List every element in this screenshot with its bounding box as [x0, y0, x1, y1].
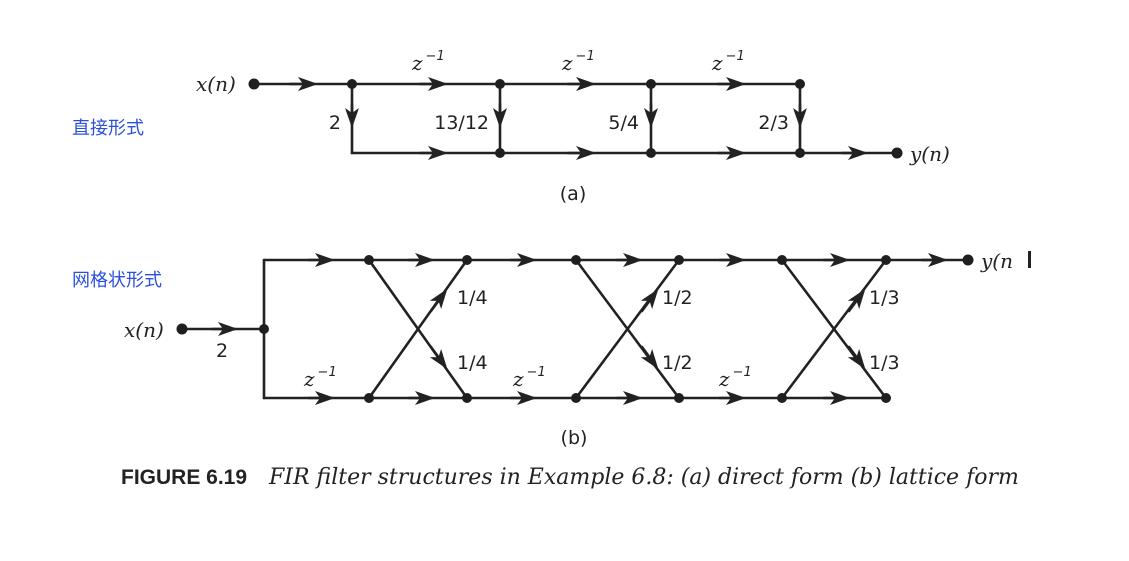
- lattice-cross: [574, 258, 681, 400]
- coefficient-label: 13/12: [434, 112, 489, 134]
- arrow: [640, 288, 659, 313]
- input-gain-label: 2: [216, 340, 228, 362]
- sublabel-b: (b): [561, 427, 588, 449]
- direct-form-diagram: x(n) y(n) z−1 z−1 z−1 2 13/12 5/4 2/3 (a…: [196, 49, 950, 205]
- node: [364, 393, 374, 403]
- reflection-label: 1/3: [869, 287, 900, 309]
- input-label-b: x(n): [124, 318, 164, 342]
- caption-text: FIR filter structures in Example 6.8: (a…: [269, 465, 1019, 490]
- lattice-form-label: 网格状形式: [72, 270, 162, 291]
- coefficient-label: 5/4: [608, 112, 639, 134]
- figure-caption: FIGURE 6.19 FIR filter structures in Exam…: [121, 462, 1031, 494]
- node: [259, 324, 269, 334]
- arrow: [640, 345, 659, 370]
- output-node: [891, 147, 903, 159]
- reflection-label: 1/4: [457, 352, 488, 374]
- node: [777, 255, 787, 265]
- delay-label: z−1: [411, 49, 445, 75]
- delay-label: z−1: [303, 365, 337, 391]
- coefficient-label: 2/3: [758, 112, 789, 134]
- node: [571, 393, 581, 403]
- reflection-label: 1/3: [869, 352, 900, 374]
- delay-label: z−1: [512, 365, 546, 391]
- node: [462, 393, 472, 403]
- node: [777, 393, 787, 403]
- delay-label: z−1: [561, 49, 595, 75]
- node: [495, 79, 505, 89]
- arrow: [847, 345, 866, 370]
- arrow: [429, 288, 448, 313]
- reflection-label: 1/4: [457, 287, 488, 309]
- delay-label: z−1: [711, 49, 745, 75]
- lattice-cross: [780, 258, 888, 400]
- node: [795, 79, 805, 89]
- node: [495, 148, 505, 158]
- lattice-cross: [367, 258, 469, 400]
- node: [881, 393, 891, 403]
- reflection-label: 1/2: [662, 287, 693, 309]
- node: [795, 148, 805, 158]
- node: [674, 393, 684, 403]
- input-node: [176, 323, 188, 335]
- node: [646, 148, 656, 158]
- arrow: [429, 345, 448, 370]
- figure-number: FIGURE 6.19: [121, 466, 248, 489]
- node: [462, 255, 472, 265]
- direct-form-label: 直接形式: [72, 118, 144, 139]
- node: [646, 79, 656, 89]
- arrow: [847, 288, 866, 313]
- output-label-edge: [1028, 251, 1031, 268]
- delay-label: z−1: [718, 365, 752, 391]
- input-label-a: x(n): [196, 72, 236, 96]
- sublabel-a: (a): [560, 183, 586, 205]
- node: [881, 255, 891, 265]
- node: [347, 79, 357, 89]
- output-label-a: y(n): [909, 142, 950, 166]
- input-node: [248, 78, 260, 90]
- node: [364, 255, 374, 265]
- reflection-label: 1/2: [662, 352, 693, 374]
- coefficient-label: 2: [329, 112, 341, 134]
- lattice-form-diagram: x(n) y(n 2 z−1 z−1 z−1 1/4 1/4 1/2 1/2 1…: [124, 249, 1031, 449]
- output-node: [962, 254, 974, 266]
- node: [571, 255, 581, 265]
- node: [674, 255, 684, 265]
- output-label-b: y(n: [980, 249, 1013, 273]
